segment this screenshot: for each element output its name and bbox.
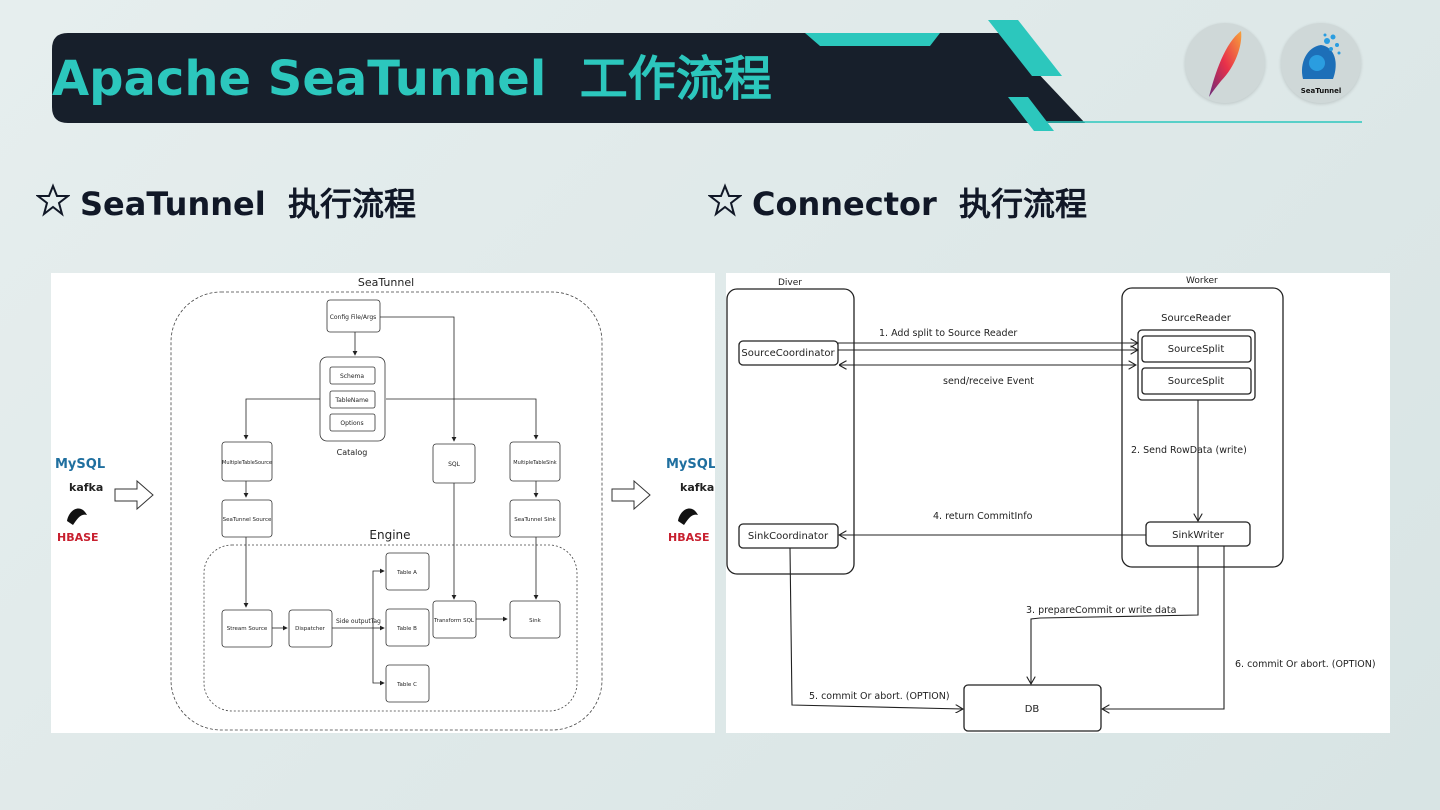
kafka-logo: kafka bbox=[69, 481, 103, 494]
node-tablename: TableName bbox=[334, 397, 369, 404]
source-logos: MySQL kafka HBASE bbox=[55, 457, 105, 544]
node-transform-sql: Transform SQL bbox=[433, 618, 475, 624]
left-section-title: SeaTunnel 执行流程 bbox=[35, 180, 416, 230]
node-config: Config File/Args bbox=[330, 314, 377, 321]
node-dispatcher: Dispatcher bbox=[295, 626, 326, 632]
engine-frame bbox=[203, 544, 578, 712]
arrow-in-icon bbox=[114, 479, 154, 511]
mysql-logo: MySQL bbox=[55, 457, 105, 472]
source-reader-box bbox=[1137, 329, 1256, 401]
catalog-label: Catalog bbox=[337, 448, 368, 457]
right-section-title-text: Connector 执行流程 bbox=[752, 185, 1088, 223]
source-coordinator: SourceCoordinator bbox=[741, 348, 835, 359]
edge-send-row-data: 2. Send RowData (write) bbox=[1131, 445, 1247, 456]
sink-coordinator: SinkCoordinator bbox=[748, 531, 829, 542]
source-split-2: SourceSplit bbox=[1168, 376, 1225, 387]
engine-label: Engine bbox=[369, 528, 410, 542]
mysql-logo: MySQL bbox=[666, 457, 715, 472]
arrow-out-icon bbox=[611, 479, 651, 511]
hadoop-icon bbox=[67, 508, 87, 525]
right-section-title: Connector 执行流程 bbox=[707, 180, 1088, 230]
driver-label: Diver bbox=[778, 278, 802, 288]
node-table-a: Table A bbox=[396, 570, 417, 576]
kafka-logo: kafka bbox=[680, 481, 714, 494]
edge-label-side-output: Side outputTag bbox=[336, 618, 381, 625]
node-sink: Sink bbox=[529, 618, 542, 624]
page-title: Apache SeaTunnel 工作流程 bbox=[52, 51, 772, 107]
seatunnel-frame bbox=[170, 291, 603, 731]
node-stream-source: Stream Source bbox=[227, 626, 268, 632]
sink-logos: MySQL kafka HBASE bbox=[666, 457, 716, 544]
worker-label: Worker bbox=[1186, 276, 1218, 286]
header-bar bbox=[52, 20, 1362, 131]
connector-execution-diagram: Diver Worker SourceReader SourceSplit So… bbox=[726, 273, 1390, 733]
edge-commit-abort-6: 6. commit Or abort. (OPTION) bbox=[1235, 659, 1376, 670]
star-icon bbox=[35, 182, 71, 230]
node-table-b: Table B bbox=[396, 626, 417, 632]
edge-commit-abort-5: 5. commit Or abort. (OPTION) bbox=[809, 691, 950, 702]
source-reader-label: SourceReader bbox=[1161, 313, 1232, 324]
seatunnel-execution-diagram: MySQL kafka HBASE MySQL kafka HBASE SeaT… bbox=[51, 273, 716, 733]
edge-add-split: 1. Add split to Source Reader bbox=[879, 328, 1017, 339]
left-section-title-text: SeaTunnel 执行流程 bbox=[80, 185, 416, 223]
source-split-1: SourceSplit bbox=[1168, 344, 1225, 355]
node-seatunnel-source: SeaTunnel Source bbox=[223, 517, 272, 523]
node-options: Options bbox=[340, 420, 363, 427]
seatunnel-logo-text: SeaTunnel bbox=[1301, 87, 1342, 95]
feather-icon bbox=[1209, 31, 1242, 97]
edge-send-receive-event: send/receive Event bbox=[943, 376, 1034, 387]
worker-container bbox=[1121, 287, 1284, 568]
edge-return-commit-info: 4. return CommitInfo bbox=[933, 511, 1033, 522]
node-seatunnel-sink: SeaTunnel Sink bbox=[514, 517, 556, 523]
db-node: DB bbox=[1025, 704, 1040, 715]
seatunnel-logo: SeaTunnel bbox=[1281, 23, 1361, 103]
node-sql: SQL bbox=[448, 461, 461, 468]
star-icon bbox=[707, 182, 743, 230]
sink-writer: SinkWriter bbox=[1172, 530, 1225, 541]
node-schema: Schema bbox=[340, 373, 364, 380]
hbase-logo: HBASE bbox=[668, 531, 710, 544]
seatunnel-logo-icon: SeaTunnel bbox=[1301, 33, 1342, 95]
node-table-c: Table C bbox=[396, 682, 417, 688]
hadoop-icon bbox=[678, 508, 698, 525]
edge-prepare-commit: 3. prepareCommit or write data bbox=[1026, 605, 1176, 616]
node-multiple-table-source: MultipleTableSource bbox=[222, 460, 272, 466]
hbase-logo: HBASE bbox=[57, 531, 99, 544]
node-multiple-table-sink: MultipleTableSink bbox=[513, 460, 557, 466]
apache-logo bbox=[1185, 23, 1265, 103]
seatunnel-frame-title: SeaTunnel bbox=[358, 276, 414, 289]
